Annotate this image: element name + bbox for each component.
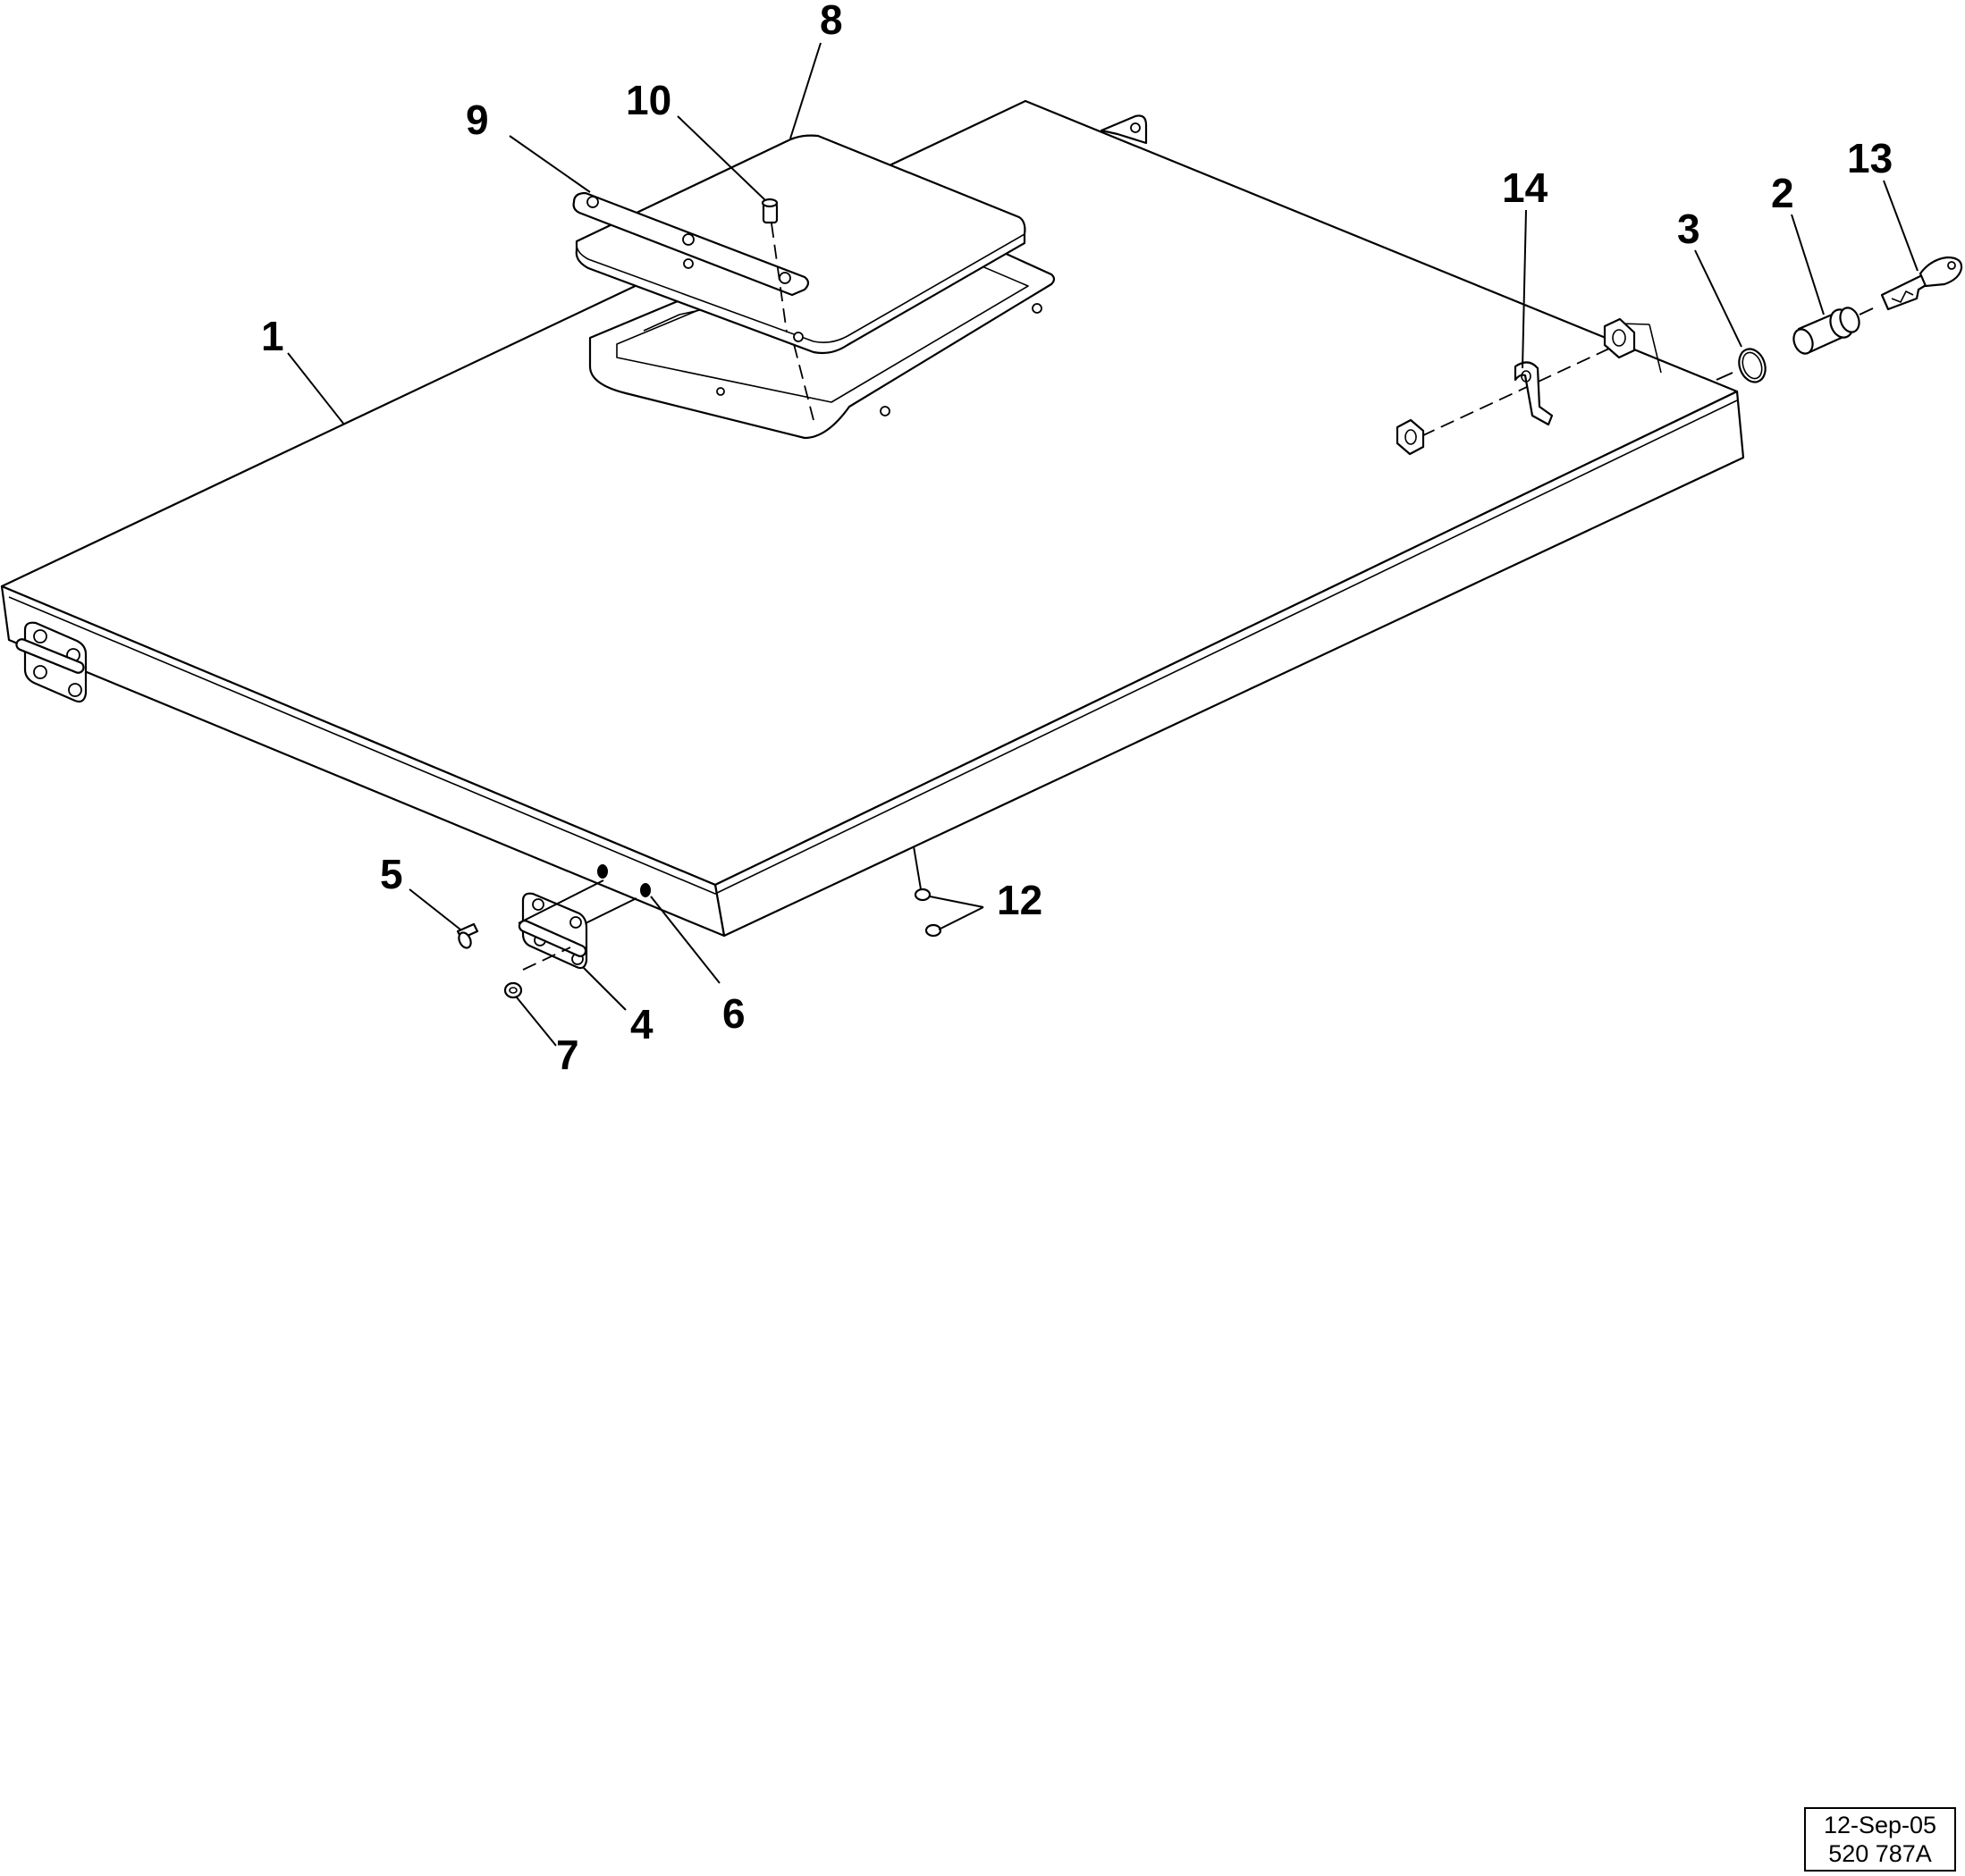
leader-7 xyxy=(516,997,557,1047)
stamp-date: 12-Sep-05 xyxy=(1823,1812,1937,1838)
nuts-part-12 xyxy=(914,888,942,938)
leader-5 xyxy=(409,888,461,930)
washer-part-3 xyxy=(1738,348,1767,383)
screw-part-5 xyxy=(456,922,479,949)
callout-9: 9 xyxy=(466,97,489,143)
callout-2: 2 xyxy=(1771,170,1794,216)
callout-12: 12 xyxy=(997,877,1042,923)
leader-1 xyxy=(287,352,345,425)
panel-part-1 xyxy=(0,99,1745,938)
callout-8: 8 xyxy=(820,0,843,43)
lock-cylinder-part-2 xyxy=(1792,307,1874,355)
key-part-13 xyxy=(1880,256,1963,311)
leader-13 xyxy=(1883,180,1919,272)
cover-plate-part-8 xyxy=(575,134,1026,355)
leader-3 xyxy=(1694,249,1742,348)
callout-10: 10 xyxy=(626,77,671,123)
drawing-stamp: 12-Sep-05 520 787A xyxy=(1804,1807,1956,1872)
hinge-left-end xyxy=(15,621,88,703)
callout-5: 5 xyxy=(380,851,403,897)
hinge-part-4 xyxy=(518,879,637,971)
hinge-strip-part-9 xyxy=(572,191,810,297)
lock-assembly xyxy=(1396,256,1963,456)
leader-14 xyxy=(1522,209,1527,369)
leader-8 xyxy=(789,42,822,139)
leader-4 xyxy=(582,966,627,1011)
lock-cam-part-14 xyxy=(1514,361,1554,426)
leader-6 xyxy=(650,896,721,984)
callout-7: 7 xyxy=(556,1031,579,1078)
lock-nut-right xyxy=(1603,317,1636,359)
stamp-drawing-number: 520 787A xyxy=(1828,1840,1932,1867)
leader-lines xyxy=(287,42,1919,1047)
leader-2 xyxy=(1791,214,1825,315)
callout-6: 6 xyxy=(722,990,746,1037)
callout-3: 3 xyxy=(1677,206,1700,252)
lock-nut-left xyxy=(1396,418,1425,456)
nut-part-7 xyxy=(503,981,523,999)
callout-14: 14 xyxy=(1502,164,1548,211)
holes-part-6 xyxy=(597,864,651,897)
screw-part-10 xyxy=(761,198,814,421)
leader-12b xyxy=(938,906,984,930)
leader-9 xyxy=(509,135,591,193)
callout-4: 4 xyxy=(630,1001,654,1047)
leader-12-stem xyxy=(913,845,922,890)
callout-13: 13 xyxy=(1847,135,1893,181)
leader-10 xyxy=(677,115,766,201)
callout-1: 1 xyxy=(261,313,284,359)
leader-12a xyxy=(929,896,984,908)
callouts: 1 2 3 4 5 6 7 8 9 10 12 13 14 xyxy=(261,0,1893,1078)
